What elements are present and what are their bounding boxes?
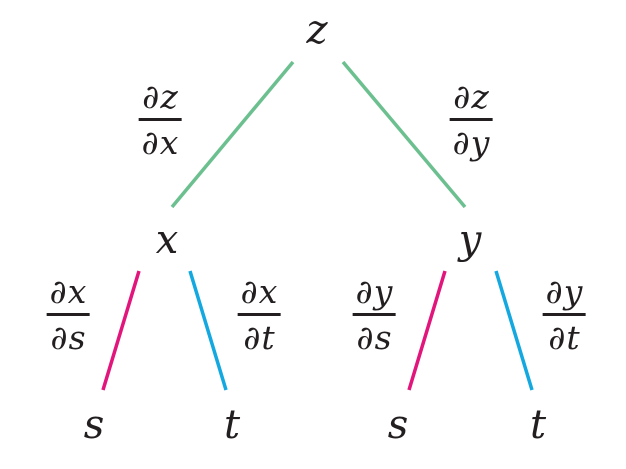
numerator-var: x — [67, 272, 87, 311]
denominator-var: t — [566, 318, 580, 357]
numerator-var: z — [160, 77, 178, 116]
frac-dy-dt-denominator: ∂t — [545, 319, 582, 357]
node-z: z — [306, 7, 328, 53]
frac-dx-ds-numerator: ∂x — [47, 273, 90, 311]
frac-dz-dy: ∂z ∂y — [449, 78, 493, 162]
frac-dy-dt: ∂y ∂t — [542, 273, 586, 357]
frac-dx-dt: ∂x ∂t — [237, 273, 281, 357]
node-s-right: s — [387, 402, 409, 448]
node-x: x — [155, 217, 179, 263]
node-y: y — [458, 217, 482, 263]
fraction-bar — [542, 313, 586, 316]
partial-symbol: ∂ — [50, 318, 68, 357]
partial-symbol: ∂ — [49, 272, 67, 311]
partial-symbol: ∂ — [240, 272, 258, 311]
partial-symbol: ∂ — [355, 272, 373, 311]
fraction-bar — [352, 313, 396, 316]
partial-symbol: ∂ — [452, 123, 470, 162]
fraction-bar — [237, 313, 281, 316]
frac-dz-dx-numerator: ∂z — [139, 78, 180, 116]
edge-z-y — [341, 60, 467, 209]
numerator-var: x — [258, 272, 278, 311]
denominator-var: t — [261, 318, 275, 357]
node-t-left: t — [223, 402, 241, 448]
frac-dx-ds-denominator: ∂s — [47, 319, 88, 357]
node-s-left: s — [83, 402, 105, 448]
frac-dz-dx: ∂z ∂x — [138, 78, 182, 162]
partial-symbol: ∂ — [356, 318, 374, 357]
numerator-var: y — [373, 272, 393, 311]
edge-z-x — [170, 60, 295, 209]
node-t-right: t — [529, 402, 547, 448]
edge-x-t — [188, 270, 228, 391]
partial-symbol: ∂ — [453, 77, 471, 116]
partial-symbol: ∂ — [548, 318, 566, 357]
partial-symbol: ∂ — [243, 318, 261, 357]
denominator-var: s — [68, 318, 86, 357]
edge-x-s — [101, 270, 141, 391]
frac-dz-dy-denominator: ∂y — [450, 124, 493, 162]
partial-symbol: ∂ — [141, 123, 159, 162]
numerator-var: y — [563, 272, 583, 311]
frac-dx-dt-denominator: ∂t — [240, 319, 277, 357]
denominator-var: x — [159, 123, 179, 162]
frac-dz-dy-numerator: ∂z — [450, 78, 491, 116]
frac-dy-ds-numerator: ∂y — [353, 273, 396, 311]
fraction-bar — [46, 313, 90, 316]
fraction-bar — [449, 118, 493, 121]
frac-dy-dt-numerator: ∂y — [543, 273, 586, 311]
frac-dy-ds: ∂y ∂s — [352, 273, 396, 357]
fraction-bar — [138, 118, 182, 121]
edge-y-s — [407, 270, 447, 391]
denominator-var: y — [470, 123, 490, 162]
numerator-var: z — [471, 77, 489, 116]
frac-dz-dx-denominator: ∂x — [139, 124, 182, 162]
frac-dx-dt-numerator: ∂x — [238, 273, 281, 311]
denominator-var: s — [374, 318, 392, 357]
partial-symbol: ∂ — [142, 77, 160, 116]
frac-dy-ds-denominator: ∂s — [353, 319, 394, 357]
edge-y-t — [494, 270, 534, 391]
frac-dx-ds: ∂x ∂s — [46, 273, 90, 357]
partial-symbol: ∂ — [545, 272, 563, 311]
